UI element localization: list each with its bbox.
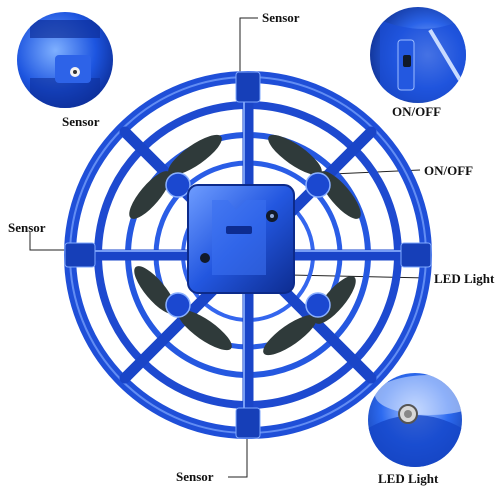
drone-body — [187, 184, 295, 294]
label-onoff-main: ON/OFF — [424, 163, 474, 178]
label-sensor-inset: Sensor — [62, 114, 100, 129]
leader-line-led — [289, 274, 429, 279]
label-sensor-top: Sensor — [262, 10, 300, 25]
label-sensor-left: Sensor — [8, 220, 46, 235]
label-sensor-bottom: Sensor — [176, 469, 214, 484]
label-onoff-inset: ON/OFF — [392, 104, 442, 119]
propellers — [129, 134, 361, 356]
leader-line-sensor-left — [29, 232, 200, 251]
inset-switch-closeup — [370, 7, 466, 103]
label-led-main: LED Light — [434, 271, 495, 286]
drone-cage — [64, 71, 432, 439]
inset-led-closeup — [368, 373, 462, 467]
leader-line-sensor-top — [239, 17, 258, 95]
label-led-inset: LED Light — [378, 471, 439, 486]
inset-sensor-closeup — [17, 12, 113, 108]
